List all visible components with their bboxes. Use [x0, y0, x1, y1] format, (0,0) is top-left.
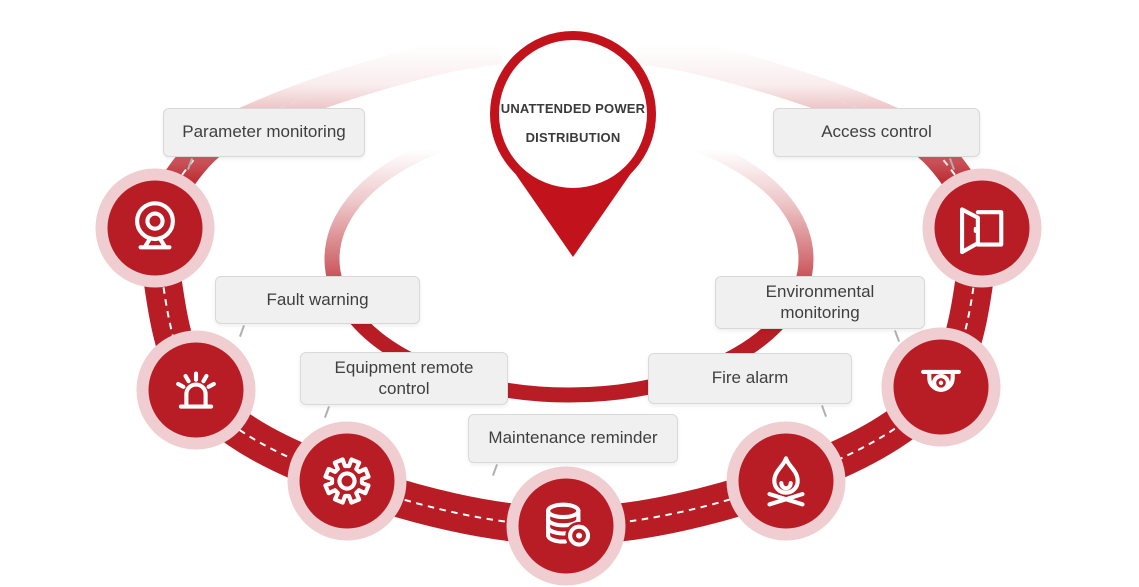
label-parameter-monitoring: Parameter monitoring — [163, 108, 365, 170]
pin-circle — [490, 31, 656, 197]
node-circle-dome-camera — [893, 339, 989, 435]
node-circle-door — [934, 180, 1030, 276]
node-circle-siren — [148, 342, 244, 438]
road-tail-dash-left — [154, 47, 501, 229]
road-tail-dash-right — [636, 47, 983, 229]
node-circle-gear — [299, 433, 395, 529]
label-maintenance-reminder: Maintenance reminder — [468, 414, 678, 476]
node-circle-fire — [738, 433, 834, 529]
pin-title: UNATTENDED POWER DISTRIBUTION — [491, 94, 655, 152]
label-equipment-remote-control: Equipment remote control — [300, 352, 508, 418]
label-text: Environmental monitoring — [765, 281, 875, 322]
pin-title-line2: DISTRIBUTION — [525, 130, 621, 145]
label-fire-alarm: Fire alarm — [648, 353, 852, 417]
label-text: Fire alarm — [711, 368, 789, 388]
pin-title-line1: UNATTENDED POWER — [500, 101, 646, 116]
label-text: Parameter monitoring — [182, 122, 346, 142]
label-text: Equipment remote control — [334, 357, 474, 398]
label-text: Fault warning — [266, 289, 369, 309]
label-environmental-monitoring: Environmental monitoring — [715, 276, 925, 342]
label-access-control: Access control — [773, 108, 980, 170]
label-text: Access control — [821, 122, 932, 142]
label-text: Maintenance reminder — [488, 428, 658, 448]
label-fault-warning: Fault warning — [215, 276, 420, 337]
